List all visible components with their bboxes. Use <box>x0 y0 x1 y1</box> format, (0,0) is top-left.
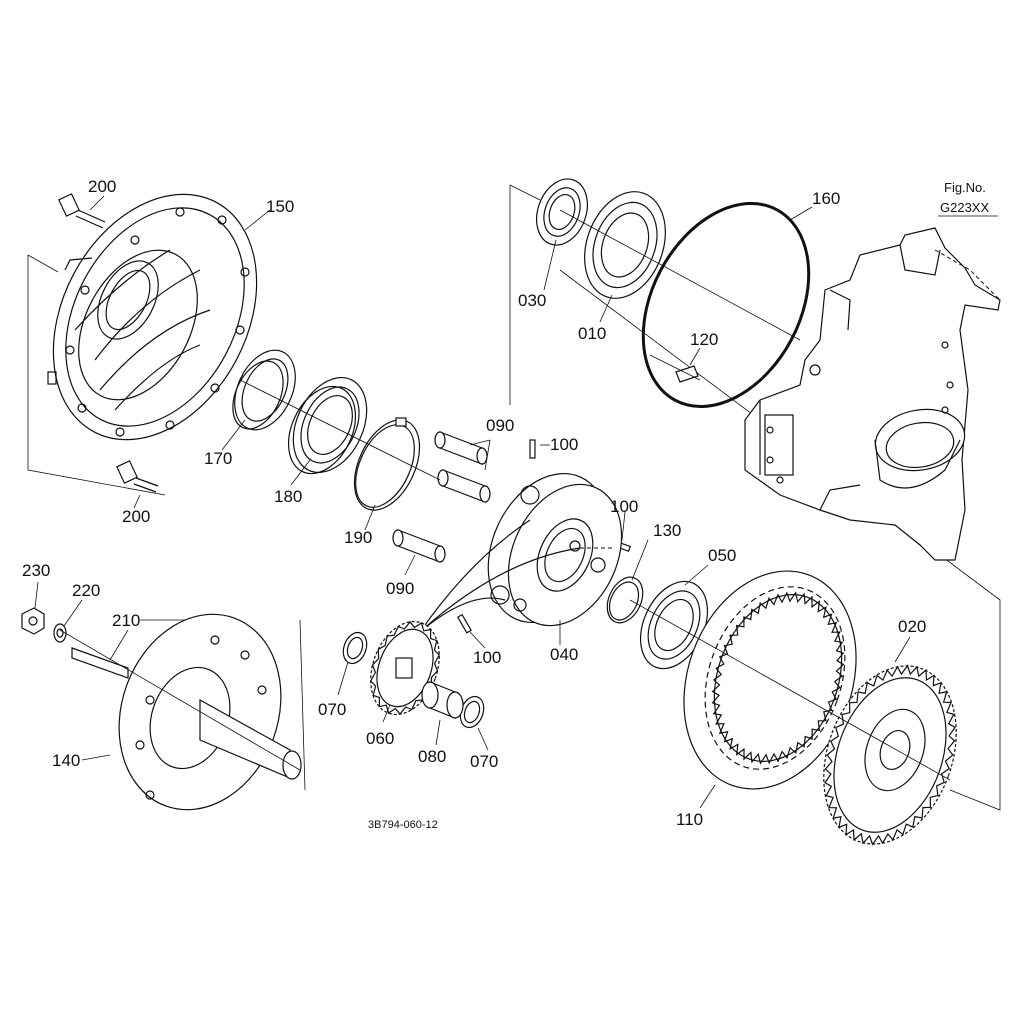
callout-090-lower: 090 <box>386 579 414 598</box>
callout-070-left: 070 <box>318 700 346 719</box>
part-bolt-upper <box>58 193 106 229</box>
part-gear-case <box>744 227 1001 561</box>
axis-line-upper <box>559 209 801 381</box>
callout-leaders <box>34 195 998 809</box>
part-pin-lower <box>392 529 446 563</box>
callout-100-middle: 100 <box>610 497 638 516</box>
callout-labels: 200 150 170 180 200 190 090 100 100 090 … <box>22 177 989 831</box>
fig-no-value: G223XX <box>940 200 989 215</box>
axis-line-lower <box>59 379 951 781</box>
part-stud-bolt <box>71 647 129 679</box>
part-spring-pin-a <box>529 439 536 459</box>
callout-020: 020 <box>898 617 926 636</box>
part-o-ring <box>641 202 811 408</box>
callout-110: 110 <box>676 810 703 829</box>
part-hex-nut <box>21 607 45 635</box>
part-ring-gear <box>683 570 857 790</box>
part-planet-gear <box>370 620 440 716</box>
callout-130: 130 <box>653 521 681 540</box>
part-circlip-small <box>606 576 644 624</box>
part-dowel-pin <box>675 365 699 383</box>
callout-040: 040 <box>550 645 578 664</box>
callout-220: 220 <box>72 581 100 600</box>
part-oil-seal <box>232 349 296 431</box>
callout-010: 010 <box>578 324 606 343</box>
part-planet-carrier <box>487 472 623 627</box>
callout-030: 030 <box>518 291 546 310</box>
part-ball-bearing-upper <box>536 178 588 246</box>
part-thrust-washer-left <box>342 631 368 665</box>
part-thrust-washer-right <box>459 695 485 729</box>
part-bevel-gear-teeth <box>824 664 956 846</box>
part-pin-upper <box>434 431 488 465</box>
part-washer-small <box>53 623 67 643</box>
callout-200-upper: 200 <box>88 177 116 196</box>
part-pin-middle <box>437 469 491 503</box>
callout-070-right: 070 <box>470 752 498 771</box>
part-circlip-large <box>353 417 421 511</box>
part-bolt-lower <box>116 460 159 493</box>
part-spring-pin-c <box>456 613 472 634</box>
callout-180: 180 <box>274 487 302 506</box>
callout-230: 230 <box>22 561 50 580</box>
part-housing-cover <box>47 193 258 441</box>
callout-170: 170 <box>204 449 232 468</box>
callout-190: 190 <box>344 528 372 547</box>
callout-120: 120 <box>690 330 718 349</box>
fig-no-label: Fig.No. <box>944 180 986 195</box>
part-bevel-gear <box>823 664 957 846</box>
callout-160: 160 <box>812 189 840 208</box>
callout-150: 150 <box>266 197 294 216</box>
drawing-code: 3B794-060-12 <box>368 819 438 831</box>
part-ring-gear-teeth <box>711 591 845 765</box>
callout-100-lower: 100 <box>473 648 501 667</box>
callout-090-upper: 090 <box>486 416 514 435</box>
part-planet-gear-teeth <box>370 621 440 715</box>
assembly-leader-lines <box>419 519 615 633</box>
callout-060: 060 <box>366 729 394 748</box>
part-needle-bearing <box>421 681 464 719</box>
callout-210: 210 <box>112 611 140 630</box>
callout-100-upper: 100 <box>550 435 578 454</box>
callout-050: 050 <box>708 546 736 565</box>
callout-080: 080 <box>418 747 446 766</box>
callout-140: 140 <box>52 751 80 770</box>
callout-200-lower: 200 <box>122 507 150 526</box>
